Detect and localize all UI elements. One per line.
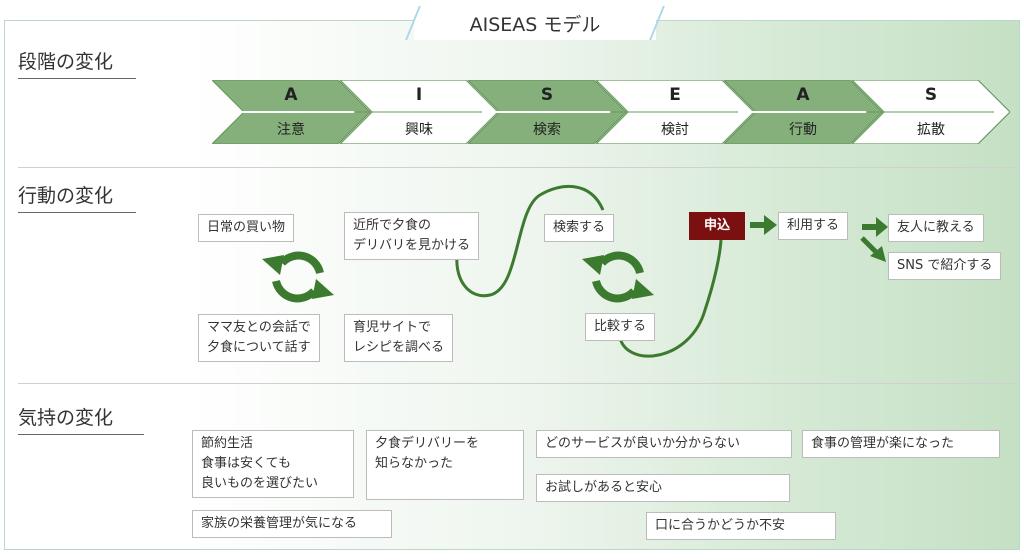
cycle-arc-top: [279, 251, 324, 275]
cycle-arrow-top: [262, 255, 284, 275]
arrow-use-to-friend: [862, 217, 888, 237]
action-daily-shopping: 日常の買い物: [198, 214, 295, 242]
divider-1: [18, 167, 1016, 168]
box-text-line: 夕食について話す: [207, 340, 311, 355]
box-text: どのサービスが良いか分からない: [545, 436, 741, 451]
diagram-title: AISEAS モデル: [469, 14, 601, 36]
stage-word: 検索: [533, 122, 561, 138]
cycle-arrow-bottom: [632, 279, 654, 299]
chevron-shape: [596, 80, 754, 144]
action-compare: 比較する: [585, 313, 656, 341]
feeling-not-know-delivery: 夕食デリバリーを 知らなかった: [366, 430, 524, 500]
box-text-line: レシピを調べる: [353, 340, 445, 355]
feeling-family-nutrition: 家族の栄養管理が気になる: [192, 510, 392, 538]
stage-letter: S: [924, 85, 938, 105]
box-text-line: 育児サイトで: [353, 320, 432, 335]
stage-word: 拡散: [917, 122, 945, 138]
box-text-line: 良いものを選びたい: [201, 476, 319, 491]
action-childcare-site: 育児サイトで レシピを調べる: [344, 314, 454, 362]
cycle-arc-top: [599, 251, 644, 275]
box-text-line: 食事は安くても: [201, 456, 291, 471]
action-sns-share: SNS で紹介する: [888, 252, 1002, 280]
divider-2: [18, 383, 1016, 384]
box-text: 利用する: [787, 218, 840, 233]
stage-chevron-3: S 検索: [468, 80, 626, 144]
stage-letter: A: [284, 85, 298, 105]
aiseas-chevron-row: A 注意 I 興味 S 検索 E 検討 A 行動: [212, 80, 1010, 144]
action-search: 検索する: [544, 214, 615, 242]
box-text: 日常の買い物: [207, 220, 286, 235]
stage-letter: E: [669, 85, 681, 105]
chevron-shape: [724, 80, 882, 144]
action-apply-badge: 申込: [689, 212, 745, 240]
box-text: お試しがあると安心: [545, 480, 663, 495]
stage-word: 検討: [661, 122, 689, 138]
section-heading-feeling: 気持の変化: [18, 403, 144, 435]
box-text: SNS で紹介する: [897, 258, 993, 273]
chevron-shape: [468, 80, 626, 144]
feeling-taste-worry: 口に合うかどうか不安: [646, 512, 836, 540]
cycle-arc-bottom: [272, 279, 317, 303]
stage-chevron-6: S 拡散: [852, 80, 1010, 144]
stage-chevron-1: A 注意: [212, 80, 370, 144]
feeling-which-service: どのサービスが良いか分からない: [536, 430, 792, 458]
feeling-easier-management: 食事の管理が楽になった: [802, 430, 1000, 458]
action-tell-friend: 友人に教える: [888, 214, 984, 242]
box-text: 比較する: [594, 319, 647, 334]
arrow-use-to-sns: [860, 236, 886, 262]
section-heading-stage: 段階の変化: [18, 47, 136, 79]
section-heading-action: 行動の変化: [18, 181, 136, 213]
stage-word: 注意: [277, 122, 305, 138]
stage-letter: I: [415, 85, 423, 105]
title-background: [414, 4, 656, 40]
feeling-trial-relief: お試しがあると安心: [536, 474, 790, 502]
chevron-shape: [852, 80, 1010, 144]
chevron-shape: [212, 80, 370, 144]
feeling-saving: 節約生活 食事は安くても 良いものを選びたい: [192, 430, 354, 498]
action-use: 利用する: [778, 212, 849, 240]
box-text-line: ママ友との会話で: [207, 320, 311, 335]
box-text-line: 知らなかった: [375, 456, 454, 471]
box-text: 口に合うかどうか不安: [655, 518, 786, 533]
cycle-icon-left: [262, 251, 334, 303]
box-text: 友人に教える: [897, 220, 975, 235]
box-text-line: 近所で夕食の: [353, 218, 432, 233]
box-text: 食事の管理が楽になった: [811, 436, 955, 451]
stage-chevron-2: I 興味: [340, 80, 498, 144]
stage-chevron-5: A 行動: [724, 80, 882, 144]
box-text: 家族の栄養管理が気になる: [201, 516, 358, 531]
action-mama-friend-talk: ママ友との会話で 夕食について話す: [198, 314, 320, 362]
stage-letter: S: [540, 85, 554, 105]
chevron-shape: [340, 80, 498, 144]
cycle-arc-bottom: [592, 279, 637, 303]
box-text-line: 夕食デリバリーを: [375, 436, 480, 451]
action-see-delivery: 近所で夕食の デリバリを見かける: [344, 212, 480, 260]
box-text-line: デリバリを見かける: [353, 238, 471, 253]
cycle-arrow-top: [582, 255, 604, 275]
stage-chevron-4: E 検討: [596, 80, 754, 144]
title-area: AISEAS モデル: [404, 4, 666, 40]
stage-letter: A: [796, 85, 810, 105]
curve-to-apply: [618, 239, 723, 358]
stage-word: 興味: [405, 122, 433, 138]
arrow-apply-to-use: [750, 215, 777, 235]
box-text-line: 節約生活: [201, 436, 254, 451]
box-text: 検索する: [553, 220, 606, 235]
stage-word: 行動: [789, 122, 817, 138]
cycle-arrow-bottom: [312, 279, 334, 299]
cycle-icon-right: [582, 251, 654, 303]
curve-to-search: [455, 184, 605, 298]
